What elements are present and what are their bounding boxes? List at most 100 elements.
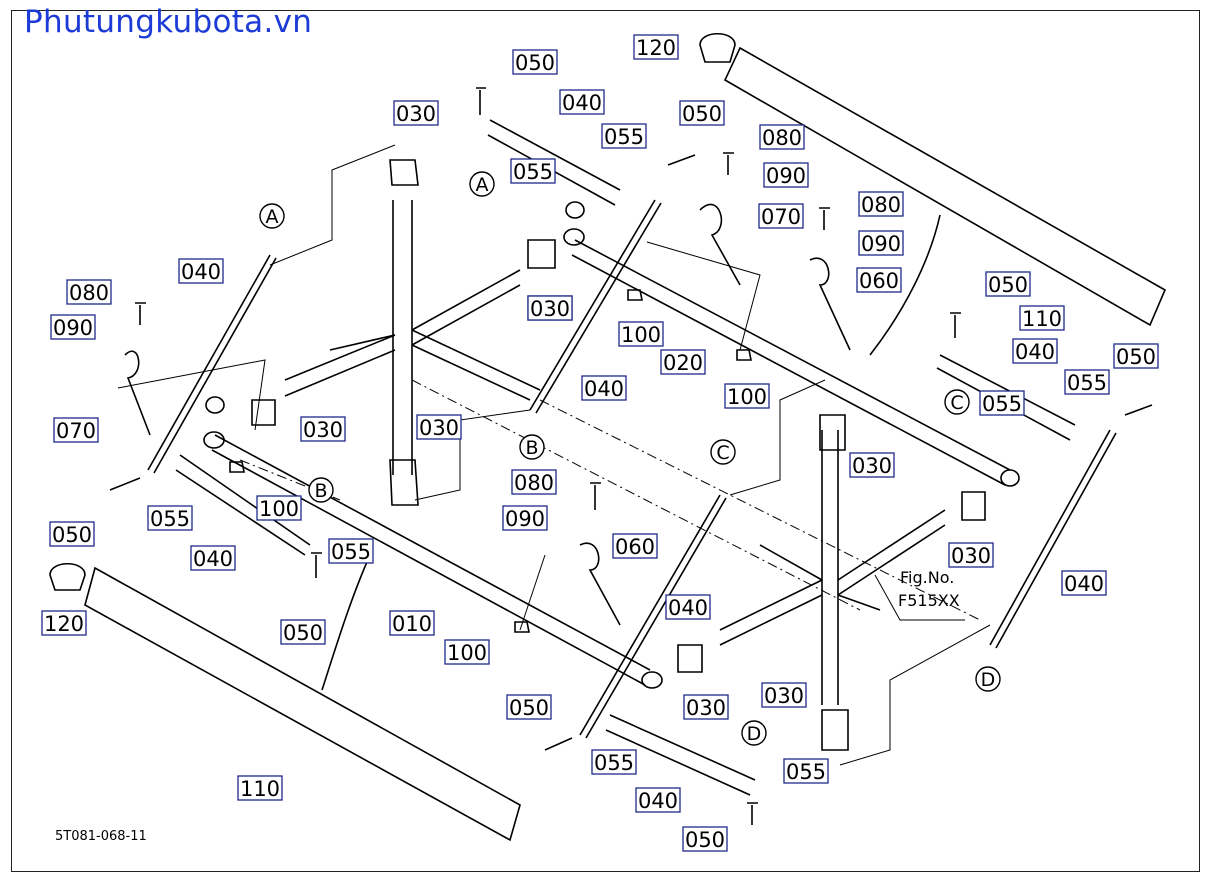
callout-box: [256, 495, 302, 521]
callout-label: 055: [331, 540, 371, 564]
callout-label: 060: [615, 535, 655, 559]
part-callout: 050: [280, 619, 326, 645]
callout-box: [591, 749, 637, 775]
callout-box: [985, 271, 1031, 297]
part-callout: 040: [1012, 338, 1058, 364]
part-callout: 055: [510, 158, 556, 184]
callout-label: 030: [951, 544, 991, 568]
part-callout: 010: [389, 610, 435, 636]
callout-box: [581, 375, 627, 401]
callout-box: [328, 538, 374, 564]
callout-label: 120: [44, 612, 84, 636]
callout-label: 050: [682, 102, 722, 126]
callout-label: 040: [181, 260, 221, 284]
callout-box: [849, 452, 895, 478]
callout-label: 100: [447, 641, 487, 665]
drawing-code: 5T081-068-11: [55, 829, 147, 844]
callout-label: 055: [150, 507, 190, 531]
callout-box: [724, 383, 770, 409]
part-callout: 110: [1019, 305, 1065, 331]
callout-label: 030: [764, 684, 804, 708]
callout-box: [147, 505, 193, 531]
callout-box: [559, 89, 605, 115]
callout-box: [665, 594, 711, 620]
callout-label: 050: [52, 523, 92, 547]
part-callout: 030: [300, 416, 346, 442]
callout-label: 050: [283, 621, 323, 645]
callout-label: 080: [514, 471, 554, 495]
callout-box: [527, 295, 573, 321]
callout-label: 090: [53, 316, 93, 340]
callout-box: [49, 521, 95, 547]
callout-label: 030: [686, 696, 726, 720]
part-callout: 055: [979, 390, 1025, 416]
callout-box: [66, 279, 112, 305]
part-callout: 055: [591, 749, 637, 775]
callout-box: [612, 533, 658, 559]
part-callout: 040: [1061, 570, 1107, 596]
part-callout: 020: [660, 349, 706, 375]
callout-label: 030: [530, 297, 570, 321]
marker-letter: D: [981, 669, 996, 691]
drawing-border: [11, 10, 1200, 872]
part-callout: 030: [683, 694, 729, 720]
part-callout: 040: [178, 258, 224, 284]
callout-box: [601, 123, 647, 149]
reference-marker: B: [519, 434, 545, 460]
part-callout: 100: [618, 321, 664, 347]
callout-label: 040: [1015, 340, 1055, 364]
frame-structure: [49, 33, 1167, 842]
part-callout: 050: [506, 694, 552, 720]
callout-label: 030: [303, 418, 343, 442]
part-callout: 055: [328, 538, 374, 564]
callout-box: [758, 203, 804, 229]
callout-label: 100: [259, 497, 299, 521]
part-callout: 080: [511, 469, 557, 495]
callout-box: [280, 619, 326, 645]
figure-ref-line2: F515XX: [898, 591, 960, 610]
callout-box: [237, 775, 283, 801]
marker-circle: [741, 720, 767, 746]
part-callout: 080: [858, 191, 904, 217]
callout-box: [856, 267, 902, 293]
callout-label: 055: [604, 125, 644, 149]
marker-circle: [944, 389, 970, 415]
part-callout: 050: [682, 826, 728, 852]
site-watermark: Phutungkubota.vn: [24, 4, 313, 40]
callout-label: 040: [584, 377, 624, 401]
part-callout: 100: [724, 383, 770, 409]
callout-box: [416, 414, 462, 440]
figure-ref-line1: Fig.No.: [900, 568, 954, 587]
callout-box: [389, 610, 435, 636]
callout-label: 050: [1116, 345, 1156, 369]
part-callout: 040: [665, 594, 711, 620]
callout-box: [635, 787, 681, 813]
part-callout: 055: [783, 758, 829, 784]
marker-letter: A: [266, 206, 279, 228]
callout-label: 070: [56, 419, 96, 443]
callout-label: 030: [419, 416, 459, 440]
callout-box: [178, 258, 224, 284]
part-callout: 030: [849, 452, 895, 478]
marker-circle: [710, 439, 736, 465]
callout-label: 040: [562, 91, 602, 115]
part-callout: 120: [633, 34, 679, 60]
part-callout: 100: [256, 495, 302, 521]
callout-label: 055: [786, 760, 826, 784]
callout-label: 090: [505, 507, 545, 531]
callout-label: 050: [685, 828, 725, 852]
callout-label: 050: [988, 273, 1028, 297]
callout-label: 010: [392, 612, 432, 636]
part-callout: 090: [502, 505, 548, 531]
callout-box: [53, 417, 99, 443]
callout-box: [679, 100, 725, 126]
callout-label: 055: [982, 392, 1022, 416]
callout-label: 070: [761, 205, 801, 229]
callout-box: [510, 158, 556, 184]
callout-box: [979, 390, 1025, 416]
callout-box: [763, 162, 809, 188]
callout-box: [1012, 338, 1058, 364]
callout-label: 090: [861, 232, 901, 256]
callout-box: [1061, 570, 1107, 596]
